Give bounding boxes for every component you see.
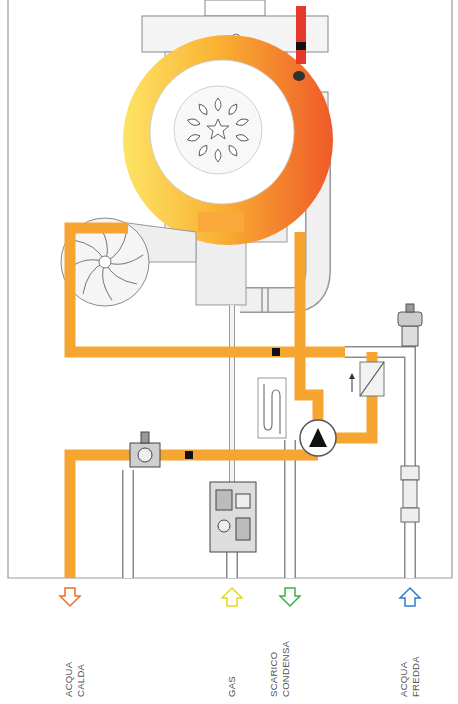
burner-flames: [235, 133, 249, 143]
burner-flames: [215, 149, 221, 162]
fan: [99, 256, 111, 268]
air-vent: [406, 304, 414, 312]
flue-outlet: [205, 0, 265, 16]
hot-water-pipe: [300, 232, 318, 420]
three-way-valve: [141, 432, 149, 443]
hot-water-pipe: [70, 455, 318, 578]
fan: [105, 239, 143, 277]
three-way-valve: [138, 448, 152, 462]
air-duct: [267, 287, 269, 313]
circulation-pump: [309, 428, 327, 447]
gas-valve: [216, 490, 232, 510]
inlet-fitting: [403, 480, 417, 508]
sensor: [185, 42, 306, 459]
condensate-siphon: [258, 378, 286, 438]
condensate-siphon: [258, 378, 286, 438]
cold-water-pipe: [345, 352, 410, 578]
burner-flames: [187, 98, 250, 162]
port-label: ACQUA CALDA: [63, 639, 87, 697]
plate-exchanger: [360, 362, 384, 396]
heat-exchanger: [198, 212, 244, 232]
fan: [67, 224, 143, 300]
air-duct: [261, 287, 263, 313]
condensate-siphon: [264, 384, 280, 434]
inlet-fitting: [401, 466, 419, 480]
three-way-valve: [130, 432, 160, 467]
plate-exchanger: [349, 373, 355, 379]
cold-water-pipe: [226, 550, 238, 578]
burner-flames: [235, 117, 249, 127]
temperature-probe: [293, 71, 305, 81]
port-label: SCARICO CONDENSA: [268, 639, 292, 697]
inlet-fitting: [401, 466, 419, 522]
port-label: GAS: [226, 639, 238, 697]
gas-valve: [236, 494, 250, 508]
gas-valve: [210, 482, 256, 552]
cold-water-pipe: [124, 470, 133, 578]
burner-flames: [187, 117, 201, 127]
fan: [89, 262, 127, 300]
gas-valve: [218, 520, 230, 532]
burner-flames: [207, 119, 229, 139]
cold-water-pipe: [345, 352, 410, 578]
combustion-chamber: [150, 60, 294, 204]
burner-flames: [215, 98, 221, 111]
sensor: [272, 348, 280, 356]
air-vent: [398, 312, 422, 326]
circulation-pump: [300, 420, 336, 456]
air-vent: [402, 326, 418, 346]
port-label: ACQUA FREDDA: [398, 639, 422, 697]
gas-valve: [210, 482, 256, 552]
cold-water-pipe: [128, 352, 410, 578]
burner: [174, 86, 262, 174]
burner-flames: [187, 133, 201, 143]
burner-flames: [197, 102, 209, 116]
plate-exchanger: [349, 362, 384, 396]
casing-frame: [8, 0, 452, 578]
burner-flames: [227, 102, 239, 116]
plate-exchanger: [360, 362, 384, 396]
burner-flames: [227, 144, 239, 158]
air-vent: [398, 304, 422, 346]
outlet-arrow: [60, 588, 80, 606]
sensor: [296, 42, 306, 50]
cold-water-pipe: [284, 440, 296, 578]
flow-pipe: [296, 6, 306, 64]
three-way-valve: [130, 443, 160, 467]
cold-water-pipe: [286, 440, 295, 578]
outlet-arrow: [280, 588, 300, 606]
cold-water-pipe: [122, 470, 134, 578]
heat-exchanger: [123, 35, 333, 245]
inlet-arrow: [400, 588, 420, 606]
sensor: [185, 451, 193, 459]
inlet-fitting: [401, 508, 419, 522]
cold-water-pipe: [228, 550, 237, 578]
burner-flames: [197, 144, 209, 158]
gas-valve: [236, 518, 250, 540]
hot-water-pipe: [70, 228, 372, 578]
inlet-arrow: [222, 588, 242, 606]
circulation-pump: [300, 420, 336, 456]
